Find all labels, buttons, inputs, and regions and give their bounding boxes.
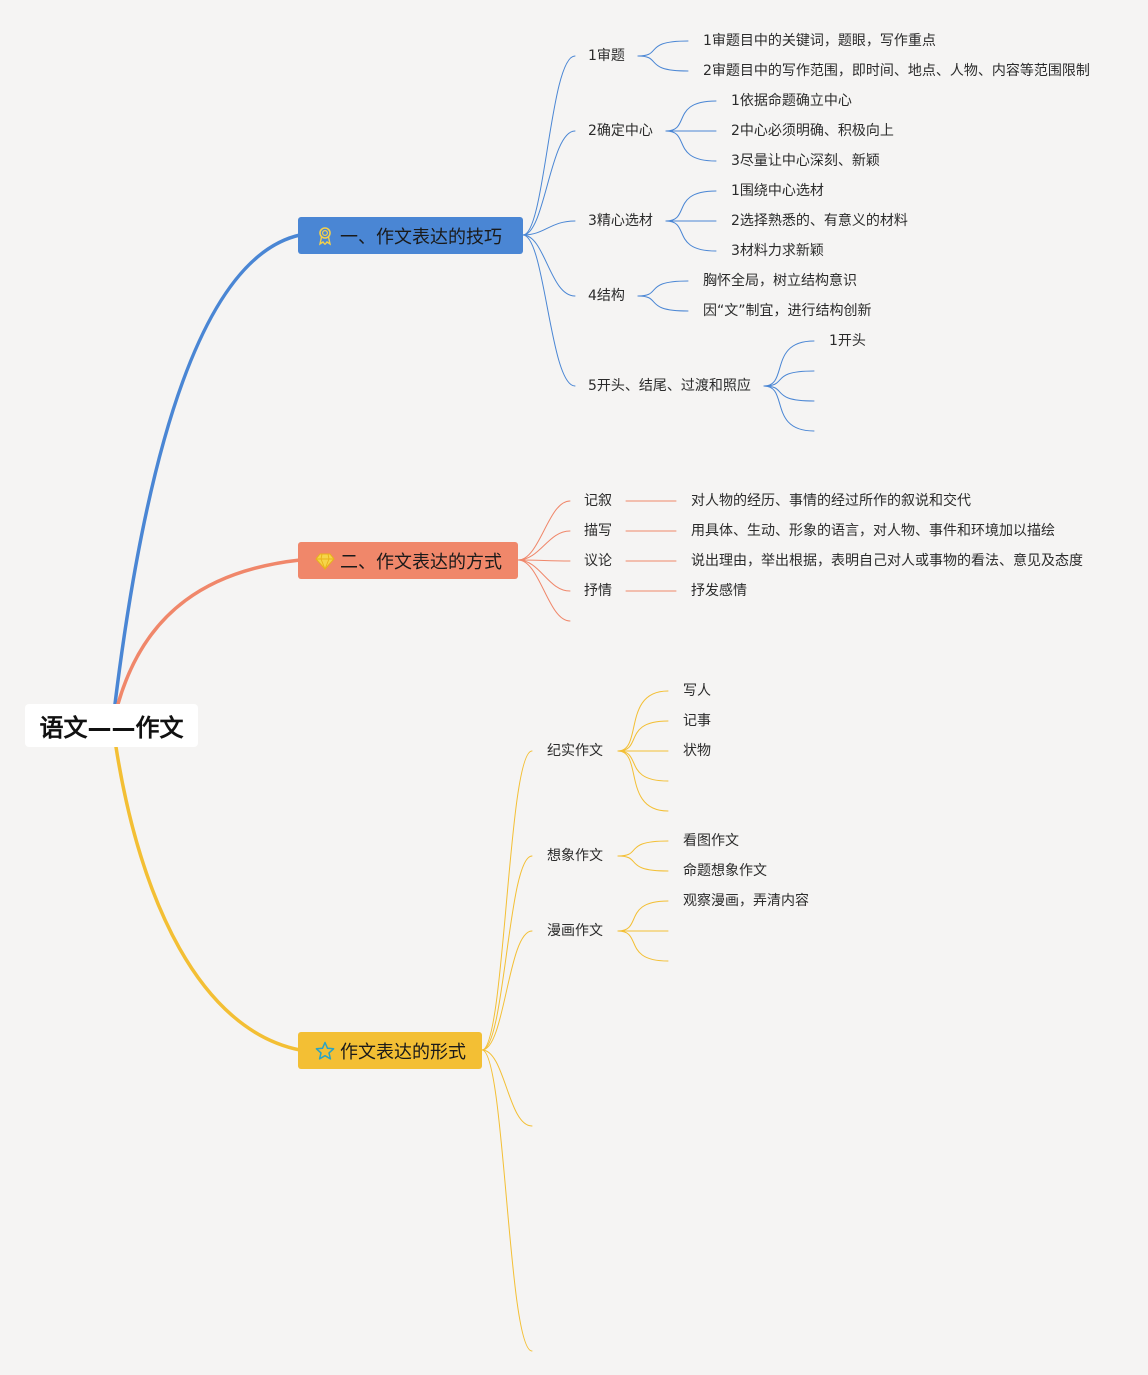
branch-forms-title: 作文表达的形式	[340, 1041, 466, 1063]
form-subtopic[interactable]: 写人	[683, 683, 711, 699]
topic-queding-zhongxin[interactable]: 2确定中心	[588, 123, 653, 139]
root-topic[interactable]: 语文——作文	[25, 704, 198, 747]
topic-jingxin-xuancai[interactable]: 3精心选材	[588, 213, 653, 229]
sub-connector	[617, 930, 669, 962]
subtopic[interactable]: 3材料力求新颖	[731, 243, 824, 259]
sub-connector	[617, 720, 669, 752]
main-connector	[113, 233, 302, 706]
branch-connector	[522, 234, 576, 297]
sub-connector	[763, 385, 815, 432]
form-xiangxiang[interactable]: 想象作文	[547, 848, 603, 864]
branch-connector	[517, 500, 571, 561]
branch-connector	[522, 130, 576, 236]
form-subtopic[interactable]: 状物	[683, 743, 711, 759]
method-label[interactable]: 抒情	[584, 583, 612, 599]
sub-connector	[637, 55, 689, 72]
form-jishi[interactable]: 纪实作文	[547, 743, 603, 759]
branch-connector	[481, 855, 533, 1051]
branch-connector	[522, 234, 576, 387]
method-desc[interactable]: 抒发感情	[691, 583, 747, 599]
main-connector	[116, 558, 302, 706]
branch-connector	[481, 750, 533, 1051]
subtopic[interactable]: 3尽量让中心深刻、新颖	[731, 153, 880, 169]
method-desc[interactable]: 对人物的经历、事情的经过所作的叙说和交代	[691, 493, 971, 509]
method-desc[interactable]: 用具体、生动、形象的语言，对人物、事件和环境加以描绘	[691, 523, 1055, 539]
subtopic[interactable]: 因“文”制宜，进行结构创新	[703, 303, 872, 319]
sub-connector	[617, 750, 669, 782]
branch-skills[interactable]: 一、作文表达的技巧	[298, 217, 523, 254]
method-label[interactable]: 记叙	[584, 493, 612, 509]
branch-connector	[517, 530, 571, 561]
branch-connector	[517, 559, 571, 622]
subtopic[interactable]: 1审题目中的关键词，题眼，写作重点	[703, 33, 936, 49]
branch-methods-title: 二、作文表达的方式	[340, 551, 502, 573]
sub-connector	[617, 690, 669, 752]
branch-connector	[481, 930, 533, 1051]
subtopic[interactable]: 胸怀全局，树立结构意识	[703, 273, 857, 289]
topic-shenti[interactable]: 1审题	[588, 48, 625, 64]
subtopic[interactable]: 1开头	[829, 333, 866, 349]
subtopic[interactable]: 1围绕中心选材	[731, 183, 824, 199]
branch-skills-title: 一、作文表达的技巧	[340, 226, 502, 248]
branch-connector	[522, 220, 576, 236]
sub-connector	[617, 840, 669, 857]
sub-connector	[665, 130, 717, 162]
star-icon	[314, 1040, 336, 1062]
sub-connector	[637, 295, 689, 312]
award-icon	[314, 225, 336, 247]
branch-connector	[481, 1049, 533, 1352]
method-label[interactable]: 描写	[584, 523, 612, 539]
form-manhua[interactable]: 漫画作文	[547, 923, 603, 939]
sub-connector	[665, 220, 717, 252]
sub-connector	[763, 385, 815, 402]
branch-connector	[522, 55, 576, 236]
subtopic[interactable]: 2中心必须明确、积极向上	[731, 123, 894, 139]
sub-connector	[763, 340, 815, 387]
subtopic[interactable]: 1依据命题确立中心	[731, 93, 852, 109]
sub-connector	[617, 855, 669, 872]
method-label[interactable]: 议论	[584, 553, 612, 569]
sub-connector	[637, 40, 689, 57]
sub-connector	[617, 750, 669, 812]
sub-connector	[637, 280, 689, 297]
diamond-icon	[314, 550, 336, 572]
sub-connector	[763, 370, 815, 387]
main-connector	[114, 745, 302, 1052]
form-subtopic[interactable]: 命题想象作文	[683, 863, 767, 879]
topic-jiegou[interactable]: 4结构	[588, 288, 625, 304]
method-desc[interactable]: 说出理由，举出根据，表明自己对人或事物的看法、意见及态度	[691, 553, 1083, 569]
branch-connector	[481, 1049, 533, 1127]
form-subtopic[interactable]: 观察漫画，弄清内容	[683, 893, 809, 909]
branch-methods[interactable]: 二、作文表达的方式	[298, 542, 518, 579]
sub-connector	[665, 190, 717, 222]
branch-connector	[517, 559, 571, 562]
branch-connector	[517, 559, 571, 592]
subtopic[interactable]: 2选择熟悉的、有意义的材料	[731, 213, 908, 229]
sub-connector	[617, 900, 669, 932]
form-subtopic[interactable]: 看图作文	[683, 833, 739, 849]
form-subtopic[interactable]: 记事	[683, 713, 711, 729]
branch-forms[interactable]: 作文表达的形式	[298, 1032, 482, 1069]
topic-kaitou-jiewei[interactable]: 5开头、结尾、过渡和照应	[588, 378, 751, 394]
subtopic[interactable]: 2审题目中的写作范围，即时间、地点、人物、内容等范围限制	[703, 63, 1090, 79]
sub-connector	[665, 100, 717, 132]
